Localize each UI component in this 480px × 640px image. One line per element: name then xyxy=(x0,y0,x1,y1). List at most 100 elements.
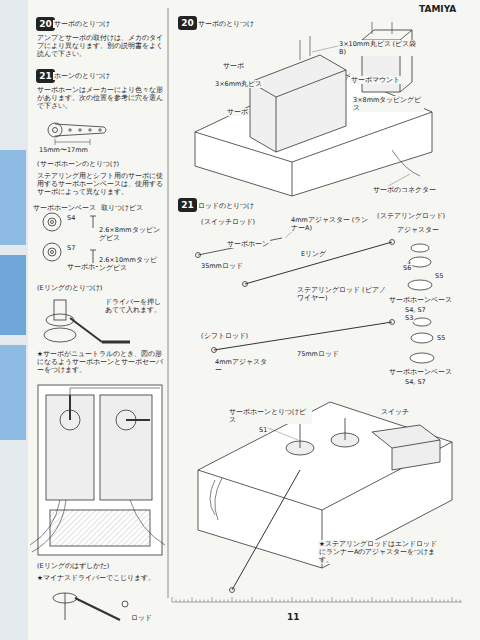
ruler-tick xyxy=(432,597,433,602)
manual-text: 4mmアジャスター (ランナーA) xyxy=(290,216,370,232)
ruler-tick xyxy=(268,600,269,603)
ruler-tick xyxy=(220,600,221,603)
manual-text: 3×6mm丸ビス xyxy=(214,80,263,88)
manual-text: ドライバーを押しあてて入れます。 xyxy=(104,298,164,314)
chassis-upper xyxy=(195,22,432,196)
manual-text: サーボホーンはメーカーにより色々な形があります。次の位置を参考に穴を選んで下さい… xyxy=(36,86,164,110)
manual-text: サーボのとりつけ xyxy=(197,20,255,28)
manual-text: S7 xyxy=(66,244,76,252)
horn-base-s4 xyxy=(43,213,96,231)
manual-text: S4 xyxy=(66,214,76,222)
ruler-tick xyxy=(328,600,329,603)
manual-text: サーボのコネクター xyxy=(372,186,437,194)
manual-text: 3×10mm丸ビス (ビス袋B) xyxy=(338,40,424,56)
ruler-tick xyxy=(428,600,429,603)
ruler-tick xyxy=(296,600,297,603)
page-margin xyxy=(0,0,28,640)
ruler-tick xyxy=(248,600,249,603)
manual-text: サーボホーン xyxy=(226,240,270,248)
ruler-tick xyxy=(324,600,325,603)
ruler-tick xyxy=(424,600,425,603)
ruler-tick xyxy=(332,597,333,602)
ruler-tick xyxy=(392,597,393,602)
ruler-tick xyxy=(280,600,281,603)
manual-text: ホーンのとりつけ xyxy=(53,72,111,80)
ruler-tick xyxy=(216,600,217,603)
manual-text: ロッドのとりつけ xyxy=(197,202,255,210)
ruler-tick xyxy=(204,600,205,603)
ruler-tick xyxy=(400,600,401,603)
step-number: 20 xyxy=(39,20,52,29)
manual-text: サーボホーンベース xyxy=(388,296,453,304)
margin-band xyxy=(0,345,26,440)
ruler-tick xyxy=(360,600,361,603)
ruler-tick xyxy=(276,600,277,603)
ruler-tick xyxy=(228,600,229,603)
ruler-tick xyxy=(460,600,461,603)
ruler xyxy=(172,597,462,602)
ruler-tick xyxy=(404,600,405,603)
manual-text: 35mmロッド xyxy=(200,262,244,270)
column-divider xyxy=(168,8,169,598)
ruler-tick xyxy=(448,600,449,603)
manual-text: サーボ xyxy=(226,108,249,116)
ruler-tick xyxy=(264,600,265,603)
e-ring-remove xyxy=(53,593,128,620)
manual-text: ステアリング用とシフト用のサーボに使用するサーボホーンベースは、使用するサーボに… xyxy=(36,172,164,196)
ruler-tick xyxy=(236,600,237,603)
manual-text: 15mm〜17mm xyxy=(38,146,89,154)
ruler-tick xyxy=(260,600,261,603)
manual-text: ★サーボがニュートラルのとき、図の形になるようサーボホーンとサーボセーバーをつけ… xyxy=(36,350,164,374)
margin-band xyxy=(0,150,26,245)
manual-text: 3×8mmタッピングビス xyxy=(352,96,424,112)
ruler-tick xyxy=(336,600,337,603)
manual-text: アジャスター xyxy=(396,226,440,234)
manual-text: ★ステアリングロッドはエンドロッドにランナーAのアジャスターをつけます。 xyxy=(318,540,438,564)
ruler-tick xyxy=(212,597,213,602)
manual-text: ロッド xyxy=(130,614,153,622)
horn-base-s7 xyxy=(43,243,96,264)
ruler-tick xyxy=(408,600,409,603)
ruler-tick xyxy=(420,600,421,603)
step-number: 21 xyxy=(181,201,194,210)
ruler-tick xyxy=(364,600,365,603)
ruler-tick xyxy=(256,600,257,603)
margin-band xyxy=(0,255,26,335)
ruler-tick xyxy=(176,600,177,603)
ruler-tick xyxy=(312,597,313,602)
step-number: 20 xyxy=(181,19,194,28)
manual-text: (Eリングのとりつけ) xyxy=(36,284,103,292)
ruler-tick xyxy=(384,600,385,603)
ruler-tick xyxy=(240,600,241,603)
ruler-tick xyxy=(224,600,225,603)
ruler-tick xyxy=(208,600,209,603)
ruler-tick xyxy=(444,600,445,603)
manual-text: 2.6×10mmタッピングビス xyxy=(98,256,164,272)
ruler-tick xyxy=(304,600,305,603)
step-number: 21 xyxy=(39,72,52,81)
manual-text: 4mmアジャスター xyxy=(214,358,272,374)
ruler-tick xyxy=(192,597,193,602)
manual-text: 取りつけビス xyxy=(100,204,144,212)
step-badge: 20 xyxy=(178,16,197,30)
manual-text: (スイッチロッド) xyxy=(200,218,256,226)
page-number: 11 xyxy=(286,612,301,623)
ruler-tick xyxy=(320,600,321,603)
manual-text: S5 xyxy=(434,272,444,280)
manual-text: スイッチ xyxy=(380,408,410,416)
ruler-tick xyxy=(352,597,353,602)
manual-text: S3 xyxy=(404,314,414,322)
ruler-tick xyxy=(308,600,309,603)
manual-text: サーボホーンベース xyxy=(32,204,97,212)
manual-text: 75mmロッド xyxy=(296,350,340,358)
manual-text: ステアリングロッド (ピアノワイヤー) xyxy=(296,286,388,302)
manual-text: (ステアリングロッド) xyxy=(376,212,446,220)
ruler-tick xyxy=(284,600,285,603)
ruler-tick xyxy=(376,600,377,603)
manual-text: S6 xyxy=(402,264,412,272)
manual-text: (Eリングのはずしかた) xyxy=(36,562,110,570)
ruler-tick xyxy=(388,600,389,603)
manual-text: サーボホーンベース xyxy=(388,368,453,376)
manual-text: S4, S7 xyxy=(404,306,427,314)
ruler-tick xyxy=(380,600,381,603)
